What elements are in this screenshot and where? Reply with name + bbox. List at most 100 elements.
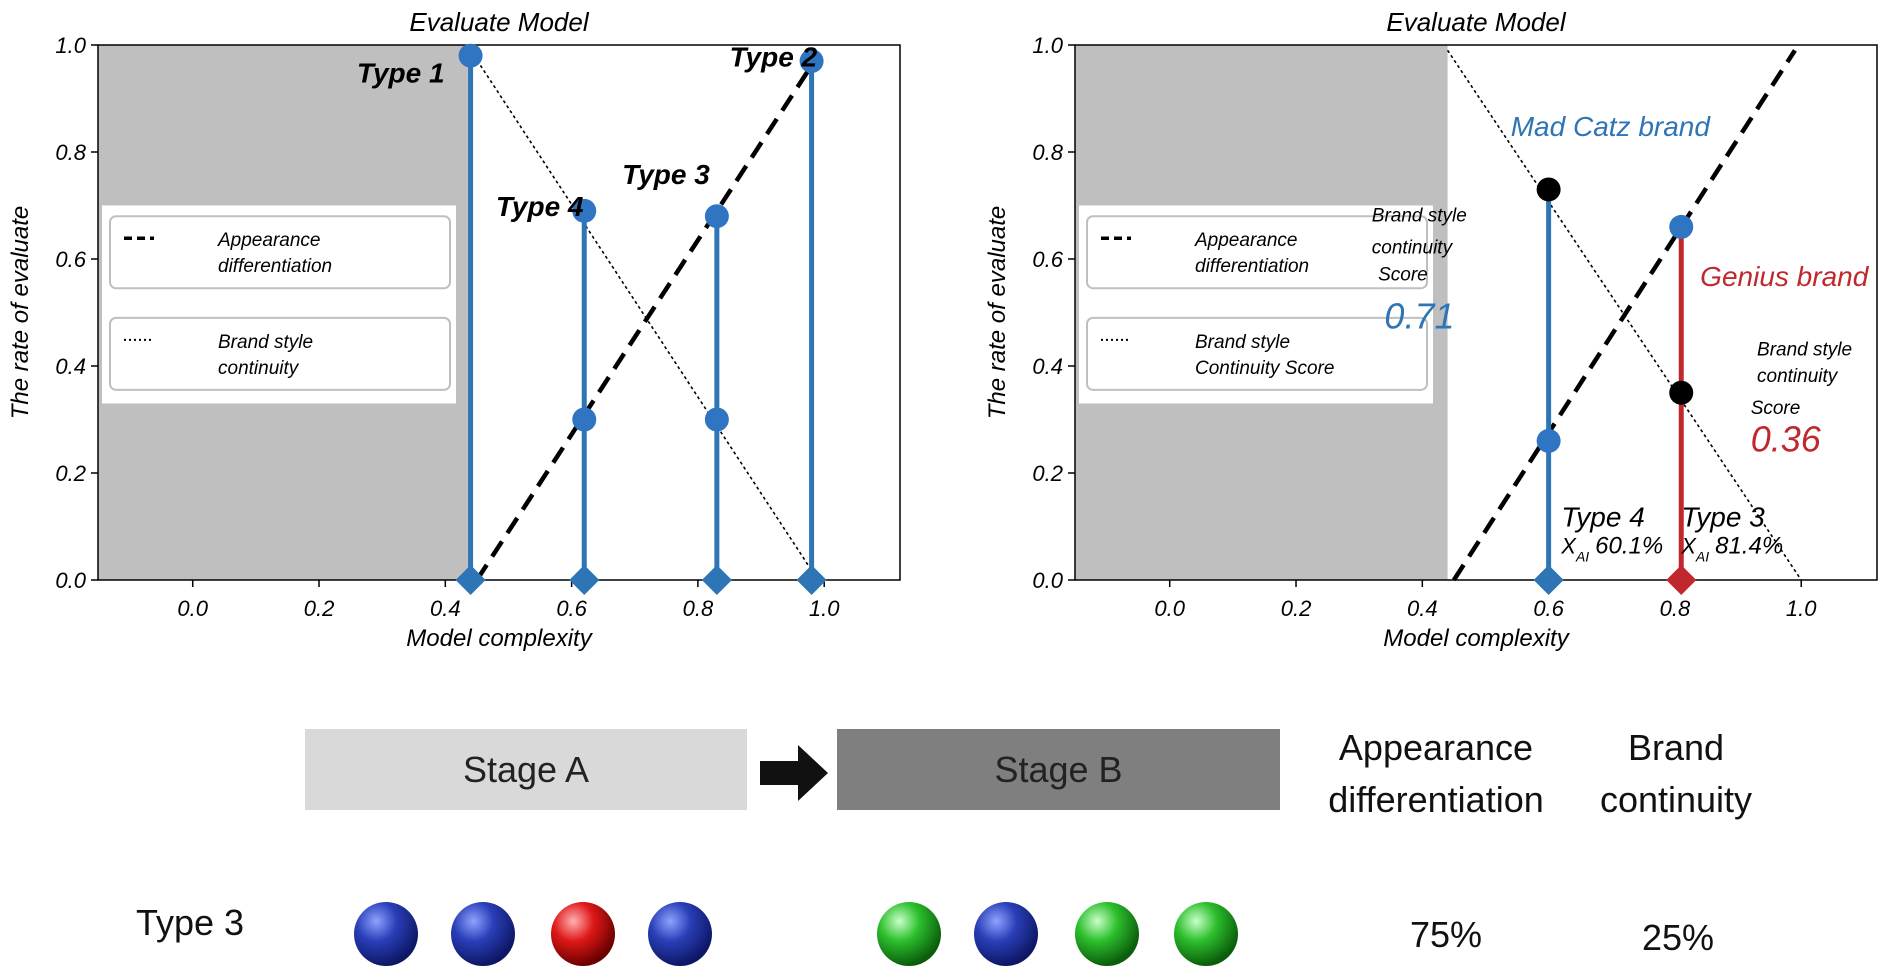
annotation: Score [1378, 264, 1428, 285]
column-header-brand: Brand continuity [1576, 722, 1776, 826]
y-axis-label: The rate of evaluate [7, 206, 34, 419]
legend-label-line2: Continuity Score [1195, 358, 1334, 379]
annotation-subscript: AI [1575, 548, 1589, 564]
y-tick-label: 0.0 [1032, 568, 1063, 593]
x-tick-label: 0.0 [1154, 596, 1185, 621]
y-tick-label: 0.6 [55, 247, 86, 272]
column-header-appearance: Appearance differentiation [1296, 722, 1576, 826]
x-tick-label: 0.6 [1533, 596, 1564, 621]
x-tick-label: 1.0 [809, 596, 840, 621]
annotation: 0.71 [1384, 296, 1454, 337]
charts-area: 0.0 0.2 0.4 0.6 0.8 1.0 0.0 0.2 0.4 0.6 0.8 1.0 Eval… [7, 7, 1878, 652]
chart-title: Evaluate Model [409, 7, 589, 37]
blue-ball [974, 902, 1038, 966]
annotation: Brand style [1757, 339, 1852, 360]
stage-b-label: Stage B [994, 748, 1123, 790]
x-tick-label: 0.4 [1407, 596, 1438, 621]
plot-frame [1074, 44, 1878, 581]
legend-entry-box [109, 215, 451, 290]
x-tick-label: 0.2 [1281, 596, 1312, 621]
stem-top-marker [1536, 177, 1561, 202]
x-tick-label: 0.8 [1660, 596, 1691, 621]
y-tick-label: 1.0 [55, 33, 86, 58]
y-tick-label: 0.4 [55, 354, 86, 379]
legend-entry-box [1086, 215, 1428, 290]
green-ball [1075, 902, 1139, 966]
stem-mid-marker [1669, 380, 1694, 405]
annotation: continuity [1372, 238, 1454, 259]
annotation: Type 3 [622, 159, 710, 190]
x-axis-label: Model complexity [406, 625, 593, 652]
x-tick-label: 1.0 [1786, 596, 1817, 621]
stem-base-marker [1533, 565, 1564, 595]
x-tick-label: 0.8 [683, 596, 714, 621]
stage-a-box: Stage A [305, 729, 747, 810]
arrow-right-icon [760, 745, 828, 801]
annotation-subscript: AI [1695, 548, 1709, 564]
chart-title: Evaluate Model [1386, 7, 1566, 37]
stem-base-marker [796, 565, 827, 595]
stage-b-box: Stage B [837, 729, 1280, 810]
appearance-value: 75% [1410, 914, 1483, 955]
stem-top-marker [799, 49, 824, 74]
annotation: Score [1751, 398, 1801, 419]
brand-value: 25% [1642, 917, 1715, 958]
legend-label-line1: Brand style [218, 332, 313, 353]
y-tick-label: 0.2 [1032, 461, 1063, 486]
annotation: Type 4 [1561, 502, 1645, 533]
y-axis-label: The rate of evaluate [984, 206, 1011, 419]
legend-label-line1: Appearance [1194, 230, 1297, 251]
stem-top-marker [458, 43, 483, 68]
annotation: Type 3 [1681, 502, 1765, 533]
y-tick-label: 0.0 [55, 568, 86, 593]
x-tick-label: 0.2 [304, 596, 335, 621]
red-ball [551, 902, 615, 966]
stem-mid-marker [572, 407, 597, 432]
stem-base-marker [701, 565, 732, 595]
stem-top-marker [1669, 214, 1694, 239]
annotation: Genius brand [1700, 261, 1870, 292]
stem-top-marker [572, 198, 597, 223]
y-tick-label: 0.4 [1032, 354, 1063, 379]
stem-base-marker [1666, 565, 1697, 595]
appearance-line [475, 54, 820, 582]
column-header-brand-line2: continuity [1599, 779, 1753, 820]
legend-label-line1: Brand style [1195, 332, 1290, 353]
green-ball [1174, 902, 1238, 966]
y-tick-label: 0.2 [55, 461, 86, 486]
annotation: Type 4 [496, 191, 584, 222]
annotation: Type 2 [729, 41, 817, 72]
annotation: 0.36 [1751, 419, 1822, 460]
stage-a-label: Stage A [462, 748, 590, 790]
continuity-line [1446, 49, 1802, 581]
legend-label-line2: differentiation [218, 256, 332, 277]
legend-label-line1: Appearance [217, 230, 320, 251]
stem-base-marker [569, 565, 600, 595]
annotation: continuity [1757, 366, 1839, 387]
legend-entry-box [1086, 316, 1428, 391]
plot-frame [97, 44, 901, 581]
stem-mid-marker [1536, 428, 1561, 453]
legend-label-line2: differentiation [1195, 256, 1309, 277]
stem-mid-marker [704, 407, 729, 432]
blue-ball [451, 902, 515, 966]
y-tick-label: 0.8 [1032, 140, 1063, 165]
blue-ball [354, 902, 418, 966]
annotation-value: 81.4% [1715, 532, 1783, 559]
column-header-appearance-line1: Appearance [1338, 727, 1534, 768]
y-tick-label: 1.0 [1032, 33, 1063, 58]
stem-top-marker [704, 204, 729, 229]
stem-base-marker [455, 565, 486, 595]
blue-ball [648, 902, 712, 966]
column-header-brand-line1: Brand [1627, 727, 1725, 768]
annotation: Mad Catz brand [1511, 111, 1712, 142]
x-tick-label: 0.6 [556, 596, 587, 621]
annotation: Type 1 [357, 57, 445, 88]
x-tick-label: 0.0 [177, 596, 208, 621]
x-axis-label: Model complexity [1383, 625, 1570, 652]
y-tick-label: 0.8 [55, 140, 86, 165]
